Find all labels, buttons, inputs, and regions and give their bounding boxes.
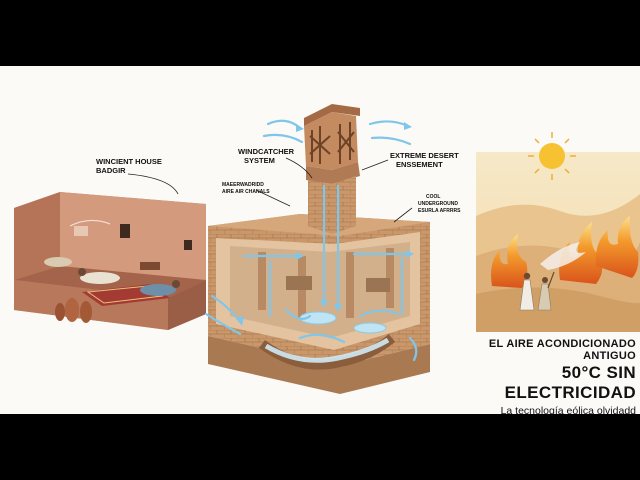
- label-underground-1: COOL: [426, 194, 440, 200]
- desert-scene: [476, 132, 640, 332]
- windcatcher-illustration: WINCIENT HOUSE BADGIR WINDCATCHER SYSTEM…: [14, 104, 640, 394]
- ancient-house-cutaway: [14, 192, 206, 330]
- label-channels-1: MAEERWADRIDD: [222, 182, 264, 188]
- label-windcatcher-2: SYSTEM: [244, 156, 275, 165]
- label-underground-2: UNDERGROUND: [418, 201, 458, 207]
- travelers-figures: [519, 271, 555, 311]
- clay-jars: [55, 298, 92, 323]
- window-icon: [120, 224, 130, 238]
- reclining-figures: [44, 257, 180, 296]
- letterbox-bottom: [0, 414, 640, 480]
- letterbox-top: [0, 0, 640, 66]
- illustration-canvas: WINCIENT HOUSE BADGIR WINDCATCHER SYSTEM…: [0, 66, 640, 414]
- caption-line-1: EL AIRE ACONDICIONADO ANTIGUO: [488, 338, 636, 362]
- fire-icon: [491, 216, 639, 288]
- label-desert-1: EXTREME DESERT: [390, 151, 459, 160]
- caption-block: EL AIRE ACONDICIONADO ANTIGUO 50°C SIN E…: [440, 338, 636, 414]
- airflow-arrows: [204, 119, 418, 362]
- airflow-arrowheads: [236, 122, 414, 326]
- leader-lines: [127, 157, 413, 223]
- label-underground-3: ESURLA AFRRRS: [418, 208, 461, 214]
- label-house-2: BADGIR: [96, 166, 126, 175]
- label-desert-2: ENSSEMENT: [396, 160, 443, 169]
- caption-line-2: 50°C SIN ELECTRICIDAD: [504, 363, 636, 402]
- label-windcatcher-1: WINDCATCHER: [238, 147, 295, 156]
- caption-line-3: La tecnología eólica olvidadd: [500, 405, 636, 414]
- sun-icon: [528, 132, 576, 180]
- label-channels-2: AIRE AIR CHANALS: [222, 189, 270, 195]
- label-house-1: WINCIENT HOUSE: [96, 157, 162, 166]
